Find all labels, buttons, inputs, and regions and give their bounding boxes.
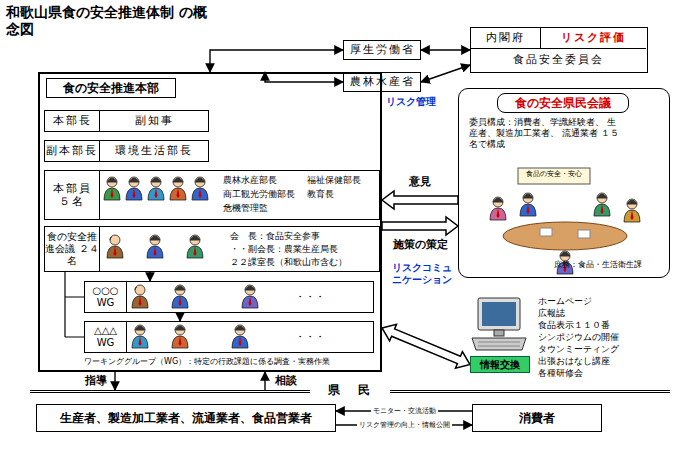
note-label: リスクコミュニケーション [392,262,460,286]
node-text: 本部員 ５名 [45,171,100,219]
ministry-box: 厚生労働省 [343,40,421,60]
ministry-box: 農林水産省 [343,72,421,92]
diagram-title: 和歌山県食の安全推進体制 の概念図 [6,4,211,38]
node-text: 食品安全委員会 [471,49,646,71]
person-icon [520,193,536,216]
node-text: ・・・ [290,290,330,304]
wg-row: △△△ WG ・・・ [84,321,374,353]
person-icon [232,325,248,348]
connector [421,49,470,50]
note-label: 出張おはなし講座 [538,356,658,367]
node-text: 委員構成：消費者、学識経験者、 生産者、製造加工業者、 流通業者 １５名で構成 [469,117,619,149]
person-icon [172,325,188,348]
node-text: 消費者 [473,405,601,431]
node-text: 会 長：食品安全参事 [230,230,375,242]
node-text: 食の安全推進本部 [46,78,176,98]
connector [179,313,180,321]
node-text: 県 民 [310,382,390,398]
note-label: ホームページ [538,296,658,307]
connector [114,372,115,390]
person-icon [624,199,640,222]
note-label: 広報誌 [538,308,658,319]
node-text: 商工観光労働部長 [223,188,303,200]
node-text: ○○○ WG [85,282,127,312]
node-text: 危機管理監 [223,202,303,214]
person-icon [242,285,258,308]
edge-label: 意見 [407,175,433,188]
node-text: 生産者、製造加工業者、流通業者、食品営業者 [37,405,335,431]
node-text: 食の安全推進会議 ２４名 [45,227,100,271]
person-icon [132,285,148,308]
node-text: 副本部長 [45,141,100,161]
role-row: 副本部長環境生活部長 [44,140,209,162]
tree-line [65,272,84,337]
node-text: 福祉保健部長 [307,174,377,186]
note-label: 食品表示１１０番 [538,320,658,331]
connector [382,191,458,209]
meeting-scene [503,168,627,250]
note-label: シンポジウムの開催 [538,332,658,343]
person-icon [172,285,188,308]
edge-label: 相談 [273,374,299,387]
note-label: タウンミーティング [538,344,658,355]
person-icon [147,235,163,258]
node-text: 情報交換 [471,357,529,372]
edge-label: リスク管理の向上・情報公開 [357,421,452,429]
node-text: 厚生労働省 [344,41,420,59]
council-row: 食の安全推進会議 ２４名 会 長：食品安全参事・・副会長：農業生産局長２２課室長（… [44,226,380,272]
person-icon [187,235,203,258]
node-text: 本部長 [45,111,100,131]
note-label: ワーキンググループ（WG）：特定の行政課題に係る調査・実務作業 [84,357,379,367]
member-row: 本部員 ５名 農林水産部長福祉保健部長商工観光労働部長教育長危機管理監 [44,170,380,220]
note-label: リスク管理 [386,96,456,108]
connector [264,372,265,390]
person-icon [104,177,120,200]
connector [421,65,470,82]
person-icon [126,177,142,200]
edge-label: 指導 [83,374,109,387]
person-icon [170,177,186,200]
person-icon [490,197,506,220]
edge-label: モニター・交流活動 [371,407,438,415]
headquarters-box: 食の安全推進本部本部長副知事副本部長環境生活部長本部員 ５名農林水産部長福祉保健… [38,72,382,372]
node-text: 庶務：食品・生活衛生課 [554,259,664,271]
node-text: ２２課室長（和歌山市含む） [230,256,375,268]
node-text: リスク評価 [541,28,646,49]
connector [382,217,458,235]
citizens-band: 県 民生産者、製造加工業者、流通業者、食品営業者消費者 [30,390,670,470]
node-text: 副知事 [100,111,208,131]
person-icon [107,235,123,258]
node-text: 環境生活部長 [100,141,208,161]
connector [149,272,150,281]
cabinet-box: 内閣府リスク評価食品安全委員会 [470,27,648,73]
person-icon [192,177,208,200]
note-label: 食品の安全・安心 [520,170,588,178]
wg-row: ○○○ WG ・・・ [84,281,374,313]
council-box: 食の安全県民会議委員構成：消費者、学識経験者、 生産者、製造加工業者、 流通業者… [458,88,670,278]
person-icon [132,325,148,348]
exchange-box: 情報交換 [470,356,530,373]
node-text: 食の安全県民会議 [497,93,629,113]
computer-icon [472,298,526,350]
note-label: 各種研修会 [538,368,658,379]
producer-box: 生産者、製造加工業者、流通業者、食品営業者 [36,404,336,432]
node-text: ・・副会長：農業生産局長 [230,243,375,255]
node-text: 内閣府 [471,28,541,49]
consumer-box: 消費者 [472,404,602,432]
connector [210,50,343,72]
node-text: △△△ WG [85,322,127,352]
connector [382,324,470,368]
person-icon [594,193,610,216]
edge-label: 施策の策定 [391,238,450,251]
node-text: 教育長 [307,188,367,200]
node-text: 農林水産省 [344,73,420,91]
node-text: ・・・ [290,330,330,344]
node-text: 農林水産部長 [223,174,303,186]
person-icon [148,177,164,200]
role-row: 本部長副知事 [44,110,209,132]
